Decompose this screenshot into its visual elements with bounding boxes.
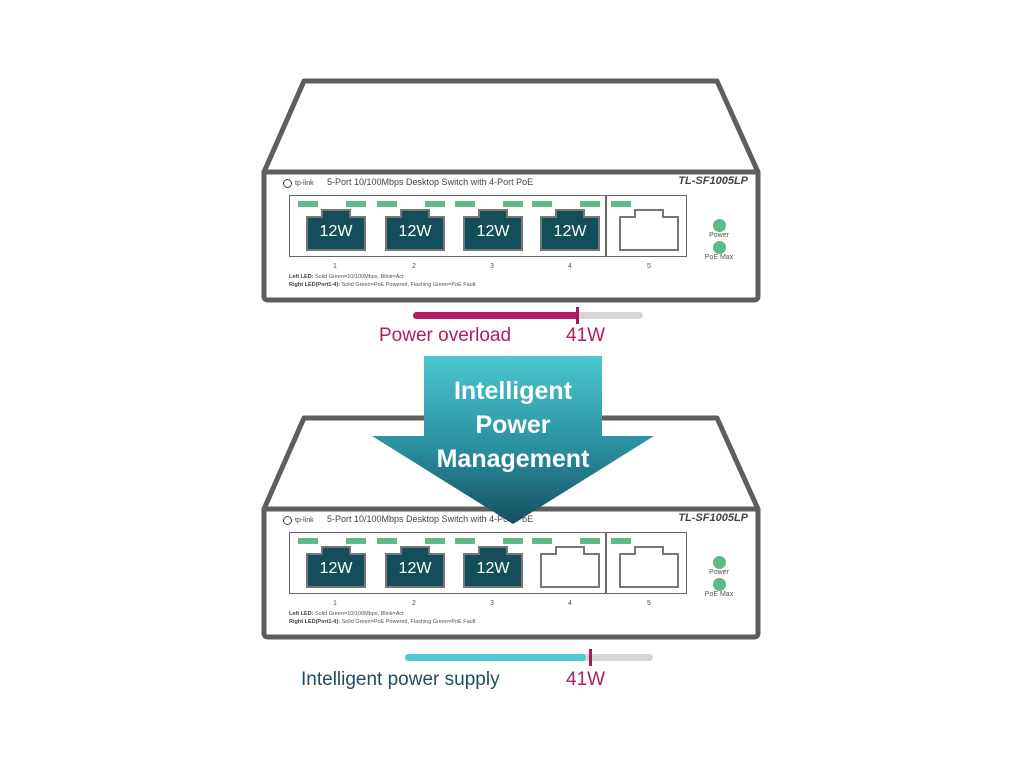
uplink-port-frame	[606, 532, 687, 594]
port-number: 4	[568, 263, 572, 270]
switch-top: tp-link 5-Port 10/100Mbps Desktop Switch…	[261, 78, 761, 303]
ethernet-port-icon	[619, 209, 679, 251]
port-watt-label: 12W	[398, 223, 432, 240]
port-number: 4	[568, 600, 572, 607]
port-right-led	[425, 538, 445, 544]
ethernet-port-icon: 12W	[385, 546, 445, 588]
port-right-led	[580, 538, 600, 544]
overload-bar-fill	[413, 312, 579, 319]
port-2: 12W	[377, 538, 445, 590]
port-left-led	[377, 201, 397, 207]
port-number: 5	[647, 600, 651, 607]
power-led-label: Power	[709, 232, 729, 239]
port-number: 2	[412, 600, 416, 607]
port-watt-label: 12W	[553, 223, 587, 240]
port-1: 12W	[298, 201, 366, 253]
switch-bottom-front-panel: tp-link 5-Port 10/100Mbps Desktop Switch…	[267, 512, 754, 640]
supply-label: Intelligent power supply	[301, 669, 500, 690]
port-2: 12W	[377, 201, 445, 253]
power-led	[712, 219, 726, 232]
overload-limit-tick	[576, 307, 579, 324]
port-watt-label: 12W	[398, 560, 432, 577]
switch-top-front-panel: tp-link 5-Port 10/100Mbps Desktop Switch…	[267, 175, 754, 303]
port-5	[611, 201, 679, 253]
port-number: 1	[333, 263, 337, 270]
supply-limit-tick	[589, 649, 592, 666]
port-watt-label: 12W	[476, 560, 510, 577]
poe-max-led	[712, 578, 726, 591]
ethernet-port-icon: 12W	[306, 209, 366, 251]
port-watt-label: 12W	[319, 223, 353, 240]
ethernet-port-icon: 12W	[463, 209, 523, 251]
port-left-led	[455, 538, 475, 544]
poe-max-led	[712, 241, 726, 254]
port-watt-label: 12W	[476, 223, 510, 240]
port-number: 1	[333, 600, 337, 607]
switch-bottom: tp-link 5-Port 10/100Mbps Desktop Switch…	[261, 415, 761, 640]
brand-logo: tp-link	[283, 179, 314, 188]
ethernet-port-icon: 12W	[385, 209, 445, 251]
supply-bar-fill	[405, 654, 586, 661]
port-1: 12W	[298, 538, 366, 590]
port-left-led	[298, 201, 318, 207]
port-4: 12W	[532, 201, 600, 253]
arrow-text-line2: Power	[475, 411, 551, 439]
port-left-led	[611, 538, 631, 544]
supply-limit: 41W	[566, 669, 606, 690]
port-left-led	[377, 538, 397, 544]
arrow-text-line3: Management	[436, 445, 590, 473]
port-right-led	[346, 201, 366, 207]
tp-link-logo-icon	[283, 179, 292, 188]
power-led-label: Power	[709, 569, 729, 576]
ethernet-port-icon: 12W	[306, 546, 366, 588]
arrow-text-line1: Intelligent	[453, 377, 573, 405]
brand-logo: tp-link	[283, 516, 314, 525]
led-legend: Left LED: Solid Green=10/100Mbps, Blink=…	[289, 274, 476, 288]
switch-description: 5-Port 10/100Mbps Desktop Switch with 4-…	[327, 177, 534, 187]
port-3: 12W	[455, 538, 523, 590]
port-right-led	[580, 201, 600, 207]
port-right-led	[503, 538, 523, 544]
ethernet-port-icon	[619, 546, 679, 588]
port-watt-label: 12W	[319, 560, 353, 577]
port-number: 3	[490, 263, 494, 270]
intelligent-power-management-arrow: Intelligent Power Management	[372, 356, 654, 526]
switch-description: 5-Port 10/100Mbps Desktop Switch with 4-…	[327, 514, 534, 524]
ethernet-port-icon: 12W	[463, 546, 523, 588]
poe-max-led-label: PoE Max	[704, 591, 734, 598]
port-3: 12W	[455, 201, 523, 253]
port-left-led	[532, 201, 552, 207]
port-left-led	[611, 201, 631, 207]
switch-model: TL-SF1005LP	[678, 512, 748, 524]
power-led	[712, 556, 726, 569]
port-right-led	[346, 538, 366, 544]
ethernet-port-icon: 12W	[540, 209, 600, 251]
port-right-led	[425, 201, 445, 207]
port-right-led	[503, 201, 523, 207]
overload-limit: 41W	[566, 325, 606, 346]
port-left-led	[532, 538, 552, 544]
status-leds: Power PoE Max	[699, 556, 739, 600]
port-5	[611, 538, 679, 590]
status-leds: Power PoE Max	[699, 219, 739, 263]
port-left-led	[455, 201, 475, 207]
overload-label: Power overload	[379, 325, 512, 346]
switch-model: TL-SF1005LP	[678, 175, 748, 187]
port-number: 5	[647, 263, 651, 270]
port-4	[532, 538, 600, 590]
led-legend: Left LED: Solid Green=10/100Mbps, Blink=…	[289, 611, 476, 625]
uplink-port-frame	[606, 195, 687, 257]
port-number: 2	[412, 263, 416, 270]
port-left-led	[298, 538, 318, 544]
port-number: 3	[490, 600, 494, 607]
arrow-down-icon	[372, 356, 654, 524]
poe-ports-frame	[289, 532, 606, 594]
poe-ports-frame	[289, 195, 606, 257]
tp-link-logo-icon	[283, 516, 292, 525]
ethernet-port-icon	[540, 546, 600, 588]
poe-max-led-label: PoE Max	[704, 254, 734, 261]
